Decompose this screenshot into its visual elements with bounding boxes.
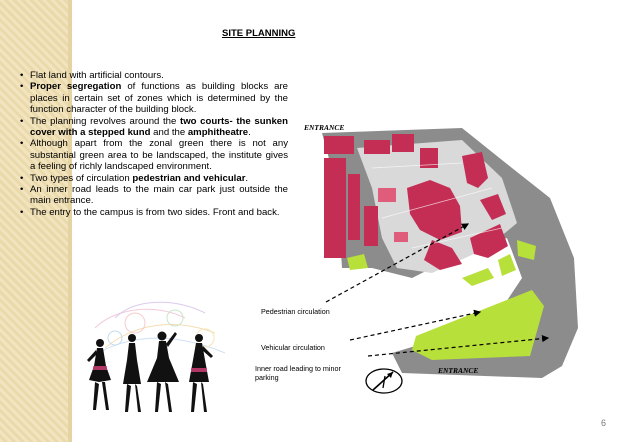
bullet-item: Although apart from the zonal green ther… xyxy=(20,138,288,172)
page-number: 6 xyxy=(600,418,606,428)
bullet-text: . xyxy=(245,172,249,184)
slide-title: SITE PLANNING xyxy=(222,28,296,39)
bullet-bold-text: Proper segregation xyxy=(30,81,122,93)
bullet-text: . xyxy=(248,127,251,139)
bullet-text: of functions as building blocks are plac… xyxy=(30,81,289,116)
bullet-text: Flat land with artificial contours. xyxy=(30,70,164,81)
bullet-text: Two types of circulation xyxy=(30,172,133,184)
bullet-item: The entry to the campus is from two side… xyxy=(20,206,288,219)
bullet-item: Proper segregation of functions as build… xyxy=(20,81,288,115)
bullet-bold-text: amphitheatre xyxy=(187,127,249,139)
bullet-list: Flat land with artificial contours.Prope… xyxy=(20,70,288,219)
vehicular-circulation-label: Vehicular circulation xyxy=(261,343,325,352)
north-arrow-icon xyxy=(365,368,403,394)
bullet-item: An inner road leads to the main car park… xyxy=(20,184,288,207)
decorative-side-strip xyxy=(0,0,72,442)
bullet-text: The planning revolves around the xyxy=(30,115,181,127)
bullet-item: Flat land with artificial contours. xyxy=(20,70,288,82)
bullet-item: Two types of circulation pedestrian and … xyxy=(20,172,288,185)
bullet-text: and the xyxy=(150,127,188,139)
site-plan-image xyxy=(322,128,578,378)
entrance-bottom-label: ENTRANCE xyxy=(438,366,479,375)
bullet-bold-text: two courts- the sunken cover with a step… xyxy=(30,115,288,139)
bullet-bold-text: pedestrian and vehicular xyxy=(132,172,246,184)
pedestrian-circulation-label: Pedestrian circulation xyxy=(261,307,330,316)
bullet-text: The entry to the campus is from two side… xyxy=(30,206,280,218)
entrance-top-label: ENTRANCE xyxy=(304,123,345,132)
bullet-text: An inner road leads to the main car park… xyxy=(30,184,288,207)
bullet-text: Although apart from the zonal green ther… xyxy=(30,138,288,173)
fashion-silhouettes-image xyxy=(87,301,226,412)
side-strip-edge xyxy=(68,0,72,442)
inner-road-label: Inner road leading to minor parking xyxy=(255,364,341,382)
bullet-item: The planning revolves around the two cou… xyxy=(20,116,288,139)
